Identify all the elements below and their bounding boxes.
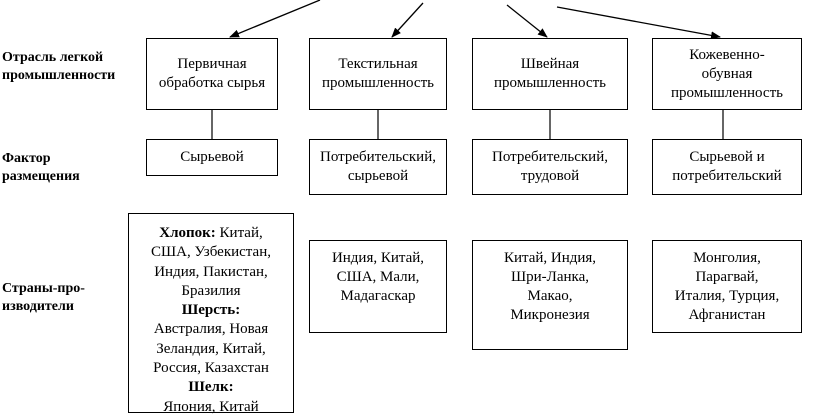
arrow-to-textile (391, 2, 424, 38)
cotton-label: Хлопок: (159, 225, 216, 241)
silk-label: Шелк: (188, 379, 234, 396)
connector-lines (211, 0, 724, 139)
arrow-to-leather (556, 6, 721, 40)
countries-box-primary: Хлопок: Китай, США, Узбекистан, Индия, П… (128, 213, 294, 415)
cotton-line: Хлопок: Китай, (159, 225, 263, 241)
arrow-to-sewing (506, 4, 548, 38)
countries-box-textile: Индия, Китай,США, Мали,Мадагаскар (309, 240, 447, 333)
countries-box-sewing: Китай, Индия,Шри-Ланка,Макао,Микронезия (472, 240, 628, 350)
factor-box-sewing: Потребительский,трудовой (472, 139, 628, 195)
countries-box-leather: Монголия,Парагвай,Италия, Турция,Афганис… (652, 240, 802, 333)
arrow-to-primary (229, 0, 321, 38)
row-label-countries: Страны-про-изводители (2, 281, 85, 314)
factor-box-textile: Потребительский,сырьевой (309, 139, 447, 195)
wool-label: Шерсть: (181, 302, 241, 319)
factor-box-primary: Сырьевой (146, 139, 278, 176)
